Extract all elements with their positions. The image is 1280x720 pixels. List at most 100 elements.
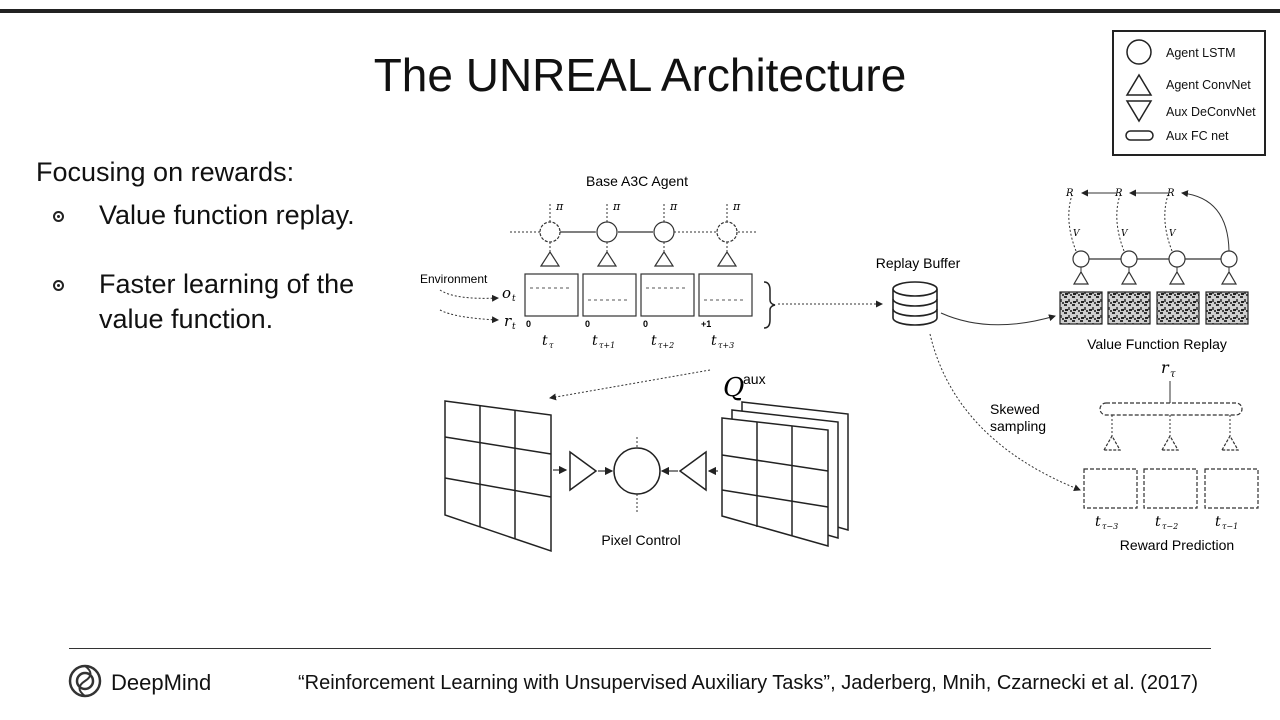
time-subscript: τ+2	[658, 341, 674, 350]
footer-rule	[69, 648, 1211, 649]
bullet-marker	[53, 211, 64, 222]
lstm-node	[1120, 250, 1138, 268]
environment-label: Environment	[420, 272, 488, 286]
policy-label: π	[732, 200, 741, 213]
replay-frame	[1107, 291, 1151, 325]
deepmind-logo-icon	[68, 664, 102, 698]
lstm-node	[1168, 250, 1186, 268]
lstm-node	[1220, 250, 1238, 268]
focus-heading: Focusing on rewards:	[36, 157, 295, 187]
observation-subscript: t	[512, 294, 516, 304]
pixel-grid-left	[444, 400, 552, 553]
legend-label-agent-convnet: Agent ConvNet	[1166, 78, 1251, 92]
reward-value: 0	[643, 319, 648, 329]
return-label: R	[1114, 188, 1123, 199]
reward-frame	[1143, 468, 1198, 509]
policy-label: π	[669, 200, 678, 213]
lstm-node	[653, 221, 675, 243]
deconvnet-node	[678, 450, 707, 492]
bullet-marker	[53, 280, 64, 291]
observation-frame	[582, 273, 637, 317]
skewed-sampling-label: sampling	[990, 418, 1046, 434]
policy-label: π	[612, 200, 621, 213]
observation-symbol: o	[502, 284, 511, 302]
rp-time-subscript: τ−1	[1222, 522, 1238, 531]
value-function-replay-label: Value Function Replay	[1087, 336, 1227, 352]
replay-frame	[1059, 291, 1103, 325]
bullet-text: Value function replay.	[99, 200, 355, 230]
convnet-node	[716, 250, 738, 267]
reward-frame	[1083, 468, 1138, 509]
reward-value: 0	[585, 319, 590, 329]
convnet-node	[1168, 270, 1186, 285]
convnet-node	[1072, 270, 1090, 285]
lstm-node	[596, 221, 618, 243]
time-subscript: τ+1	[599, 341, 615, 350]
observation-frame	[698, 273, 753, 317]
q-aux-stack	[721, 401, 849, 547]
legend-label-aux-deconvnet: Aux DeConvNet	[1166, 105, 1256, 119]
lstm-node	[716, 221, 738, 243]
skewed-sampling-label: Skewed	[990, 401, 1040, 417]
convnet-node	[653, 250, 675, 267]
policy-label: π	[555, 200, 564, 213]
lstm-node	[613, 447, 661, 495]
base-agent-label: Base A3C Agent	[586, 173, 688, 189]
database-icon	[892, 281, 938, 326]
reward-target-symbol: r	[1161, 358, 1170, 377]
convnet-node	[1120, 270, 1138, 285]
convnet-node	[1160, 434, 1180, 451]
lstm-node	[539, 221, 561, 243]
slide-title: The UNREAL Architecture	[373, 49, 907, 101]
legend-label-aux-fc-net: Aux FC net	[1166, 129, 1229, 143]
reward-symbol: r	[504, 312, 512, 330]
convnet-node	[539, 250, 561, 267]
time-label: t	[542, 333, 548, 349]
frames-brace	[763, 281, 776, 329]
bullet-text: Faster learning of the value function.	[99, 269, 355, 334]
value-label: V	[1121, 229, 1129, 239]
replay-buffer-label: Replay Buffer	[876, 255, 961, 271]
observation-frame	[524, 273, 579, 317]
replay-frame	[1205, 291, 1249, 325]
legend-box: Agent LSTM Agent ConvNet Aux DeConvNet A…	[1112, 30, 1266, 156]
triangle-up-icon	[1125, 73, 1153, 96]
legend-label-agent-lstm: Agent LSTM	[1166, 46, 1236, 60]
time-label: t	[711, 333, 717, 349]
rp-time-label: t	[1215, 514, 1221, 530]
reward-subscript: t	[512, 322, 516, 332]
convnet-node	[596, 250, 618, 267]
return-label: R	[1166, 188, 1175, 199]
legend-icons	[1125, 39, 1154, 141]
time-subscript: τ+3	[718, 341, 734, 350]
replay-frame	[1156, 291, 1200, 325]
deconvnet-node	[569, 450, 598, 492]
rp-time-subscript: τ−2	[1162, 522, 1178, 531]
rounded-bar-icon	[1125, 130, 1154, 141]
time-subscript: τ	[549, 341, 554, 350]
reward-target-subscript: τ	[1170, 369, 1176, 380]
pixel-control-label: Pixel Control	[601, 532, 680, 548]
rp-time-label: t	[1095, 514, 1101, 530]
value-label: V	[1073, 229, 1081, 239]
return-label: R	[1065, 188, 1074, 199]
q-aux-symbol: Q	[723, 373, 744, 403]
triangle-down-icon	[1125, 100, 1153, 123]
convnet-node	[1220, 434, 1240, 451]
convnet-node	[1102, 434, 1122, 451]
brand-name: DeepMind	[111, 670, 212, 695]
reward-value: +1	[701, 319, 711, 329]
reward-prediction-label: Reward Prediction	[1120, 537, 1234, 553]
q-aux-superscript: aux	[743, 371, 766, 387]
aux-fc-net	[1099, 402, 1243, 416]
citation: “Reinforcement Learning with Unsupervise…	[298, 672, 1199, 694]
circle-icon	[1126, 39, 1152, 65]
reward-frame	[1204, 468, 1259, 509]
convnet-node	[1220, 270, 1238, 285]
value-label: V	[1169, 229, 1177, 239]
top-rule	[0, 9, 1280, 13]
time-label: t	[651, 333, 657, 349]
rp-time-subscript: τ−3	[1102, 522, 1118, 531]
observation-frame	[640, 273, 695, 317]
